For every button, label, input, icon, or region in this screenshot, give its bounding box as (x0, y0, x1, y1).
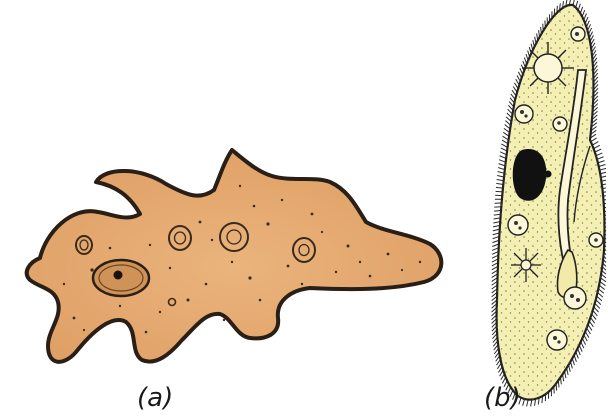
micronucleus (545, 171, 552, 178)
paramecium (492, 0, 608, 406)
amoeba (27, 150, 442, 362)
cilium (496, 183, 503, 184)
amoeba-body (27, 150, 442, 362)
cilium (496, 191, 503, 192)
amoeba-nucleus (93, 260, 149, 296)
caption-a: (a) (137, 385, 173, 411)
cilium (496, 187, 503, 188)
caption-b: (b) (484, 385, 521, 411)
